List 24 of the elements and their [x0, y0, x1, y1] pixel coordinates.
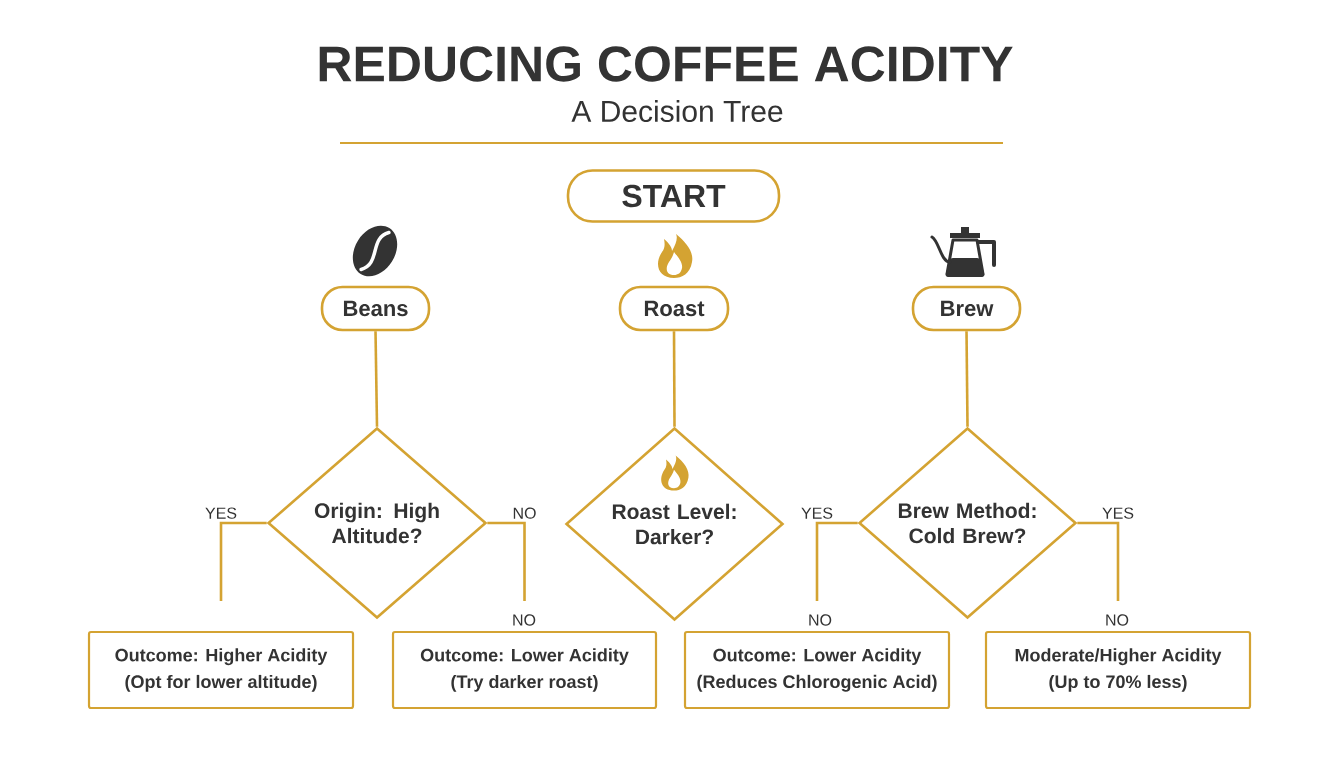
connector-line	[374, 331, 379, 427]
connector-line	[965, 331, 969, 427]
edge-label: NO	[511, 506, 538, 520]
category-pill: Beans	[320, 285, 431, 332]
outcome-box: Outcome: Lower Acidity (Try darker roast)	[391, 630, 658, 710]
subtitle: A Decision Tree	[571, 100, 783, 122]
outcome-box: Outcome: Higher Acidity (Opt for lower altitude)	[87, 630, 355, 710]
edge-label: YES	[1101, 506, 1135, 520]
category-pill: Roast	[618, 285, 730, 332]
branch-label: NO	[809, 614, 832, 626]
outcome-box: Moderate/Higher Acidity (Up to 70% less)	[984, 630, 1252, 710]
connector-line	[815, 521, 858, 601]
edge-label: YES	[204, 506, 238, 520]
title: REDUCING COFFEE ACIDITY	[319, 46, 1013, 82]
connector-line	[1077, 521, 1120, 601]
connector-line	[672, 331, 676, 427]
outcome-box: Outcome: Lower Acidity (Reduces Chlorogenic Acid)	[683, 630, 951, 710]
connector-line	[219, 521, 267, 601]
terminal-pill: START	[566, 169, 781, 223]
category-pill: Brew	[911, 285, 1022, 332]
edge-label: YES	[800, 506, 834, 520]
branch-label: NO	[513, 614, 536, 626]
branch-label: NO	[1106, 614, 1129, 626]
connector-line	[487, 521, 526, 601]
